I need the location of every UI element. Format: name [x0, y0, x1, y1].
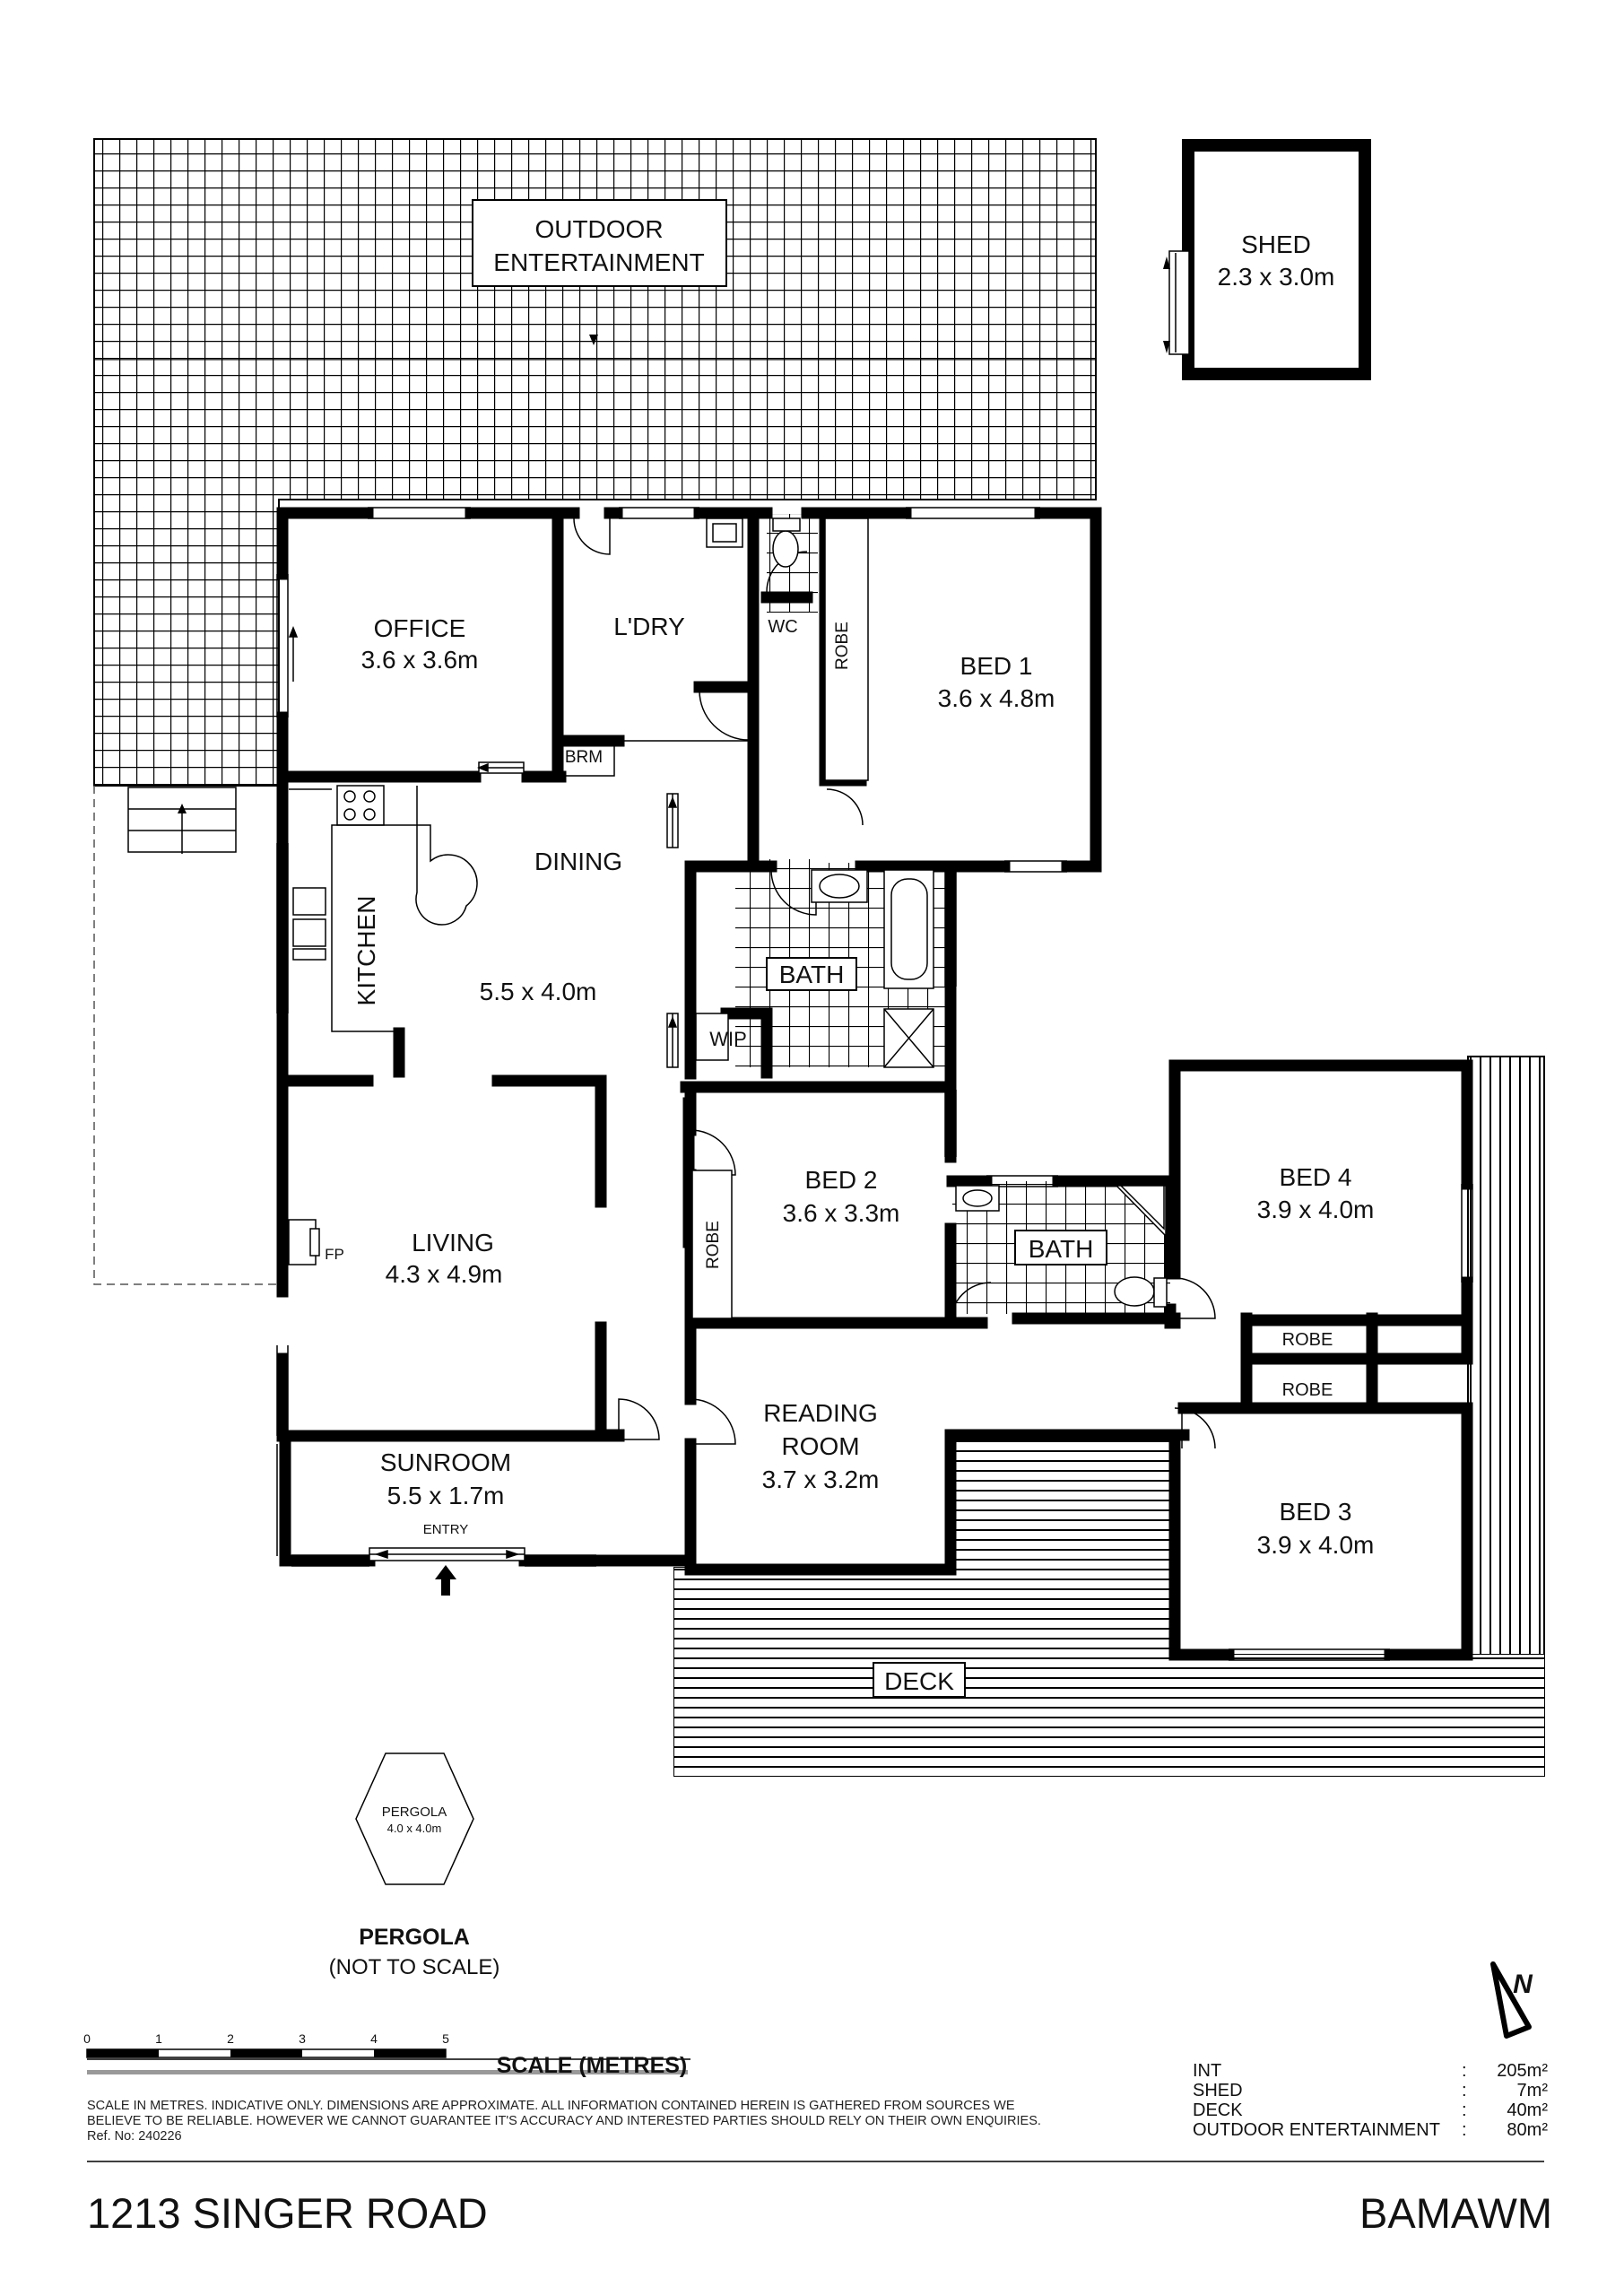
- robe-bed4-label: ROBE: [1282, 1330, 1333, 1350]
- wip-label: WIP: [709, 1028, 747, 1050]
- deck: [673, 1056, 1545, 1777]
- area-row: SHED:7m²: [1193, 2081, 1548, 2100]
- bed4-label: BED 4: [1280, 1163, 1352, 1191]
- compass: [1490, 1961, 1532, 2039]
- bed1-dims: 3.6 x 4.8m: [938, 684, 1055, 712]
- bed2-dims: 3.6 x 3.3m: [783, 1199, 900, 1227]
- scale-tick: 0: [83, 2031, 91, 2046]
- area-value: 205m²: [1497, 2061, 1548, 2081]
- office-label: OFFICE: [374, 614, 466, 642]
- shed-dims: 2.3 x 3.0m: [1218, 263, 1335, 291]
- living-label: LIVING: [412, 1229, 494, 1257]
- area-value: 7m²: [1516, 2081, 1548, 2100]
- disclaimer-ref: Ref. No: 240226: [87, 2129, 182, 2144]
- reading-label: READING: [763, 1399, 878, 1427]
- north-label: N: [1513, 1970, 1533, 1999]
- sunroom-label: SUNROOM: [380, 1448, 511, 1476]
- reading-dims: 3.7 x 3.2m: [762, 1465, 880, 1493]
- robe-bed2-label: ROBE: [704, 1221, 723, 1269]
- agency-name: BAMAWM: [1359, 2189, 1552, 2237]
- area-row: OUTDOOR ENTERTAINMENT:80m²: [1193, 2120, 1548, 2140]
- wc-label: WC: [768, 617, 797, 637]
- office-dims: 3.6 x 3.6m: [361, 646, 479, 674]
- entry-arrow-icon: [435, 1565, 456, 1596]
- pergola-caption-title: PERGOLA: [359, 1925, 470, 1950]
- living-dims: 4.3 x 4.9m: [386, 1260, 503, 1288]
- bed3-label: BED 3: [1280, 1498, 1352, 1526]
- area-name: OUTDOOR ENTERTAINMENT: [1193, 2120, 1440, 2140]
- fixtures: [288, 517, 1168, 1319]
- bed2-label: BED 2: [805, 1166, 878, 1194]
- disclaimer-line: SCALE IN METRES. INDICATIVE ONLY. DIMENS…: [87, 2099, 1015, 2113]
- deck-label: DECK: [884, 1667, 954, 1695]
- area-summary: INT:205m² SHED:7m² DECK:40m² OUTDOOR ENT…: [1193, 2061, 1548, 2140]
- scale-tick: 5: [442, 2031, 449, 2046]
- interior-fills: [285, 513, 1091, 1539]
- brm-label: BRM: [565, 748, 603, 767]
- robe-bed3-label: ROBE: [1282, 1380, 1333, 1400]
- robe-bed1-label: ROBE: [833, 622, 852, 670]
- shed: [1163, 139, 1371, 380]
- sunroom-dims: 5.5 x 1.7m: [387, 1482, 505, 1509]
- disclaimer-line: BELIEVE TO BE RELIABLE. HOWEVER WE CANNO…: [87, 2114, 1041, 2128]
- shed-label: SHED: [1241, 230, 1311, 258]
- area-name: SHED: [1193, 2081, 1243, 2100]
- dining-dims: 5.5 x 4.0m: [480, 978, 597, 1005]
- scale-tick: 3: [299, 2031, 306, 2046]
- scale-tick: 1: [155, 2031, 162, 2046]
- pergola-inner-dims: 4.0 x 4.0m: [387, 1822, 442, 1835]
- bed3-dims: 3.9 x 4.0m: [1257, 1531, 1375, 1559]
- outdoor-label-1: OUTDOOR: [534, 215, 663, 243]
- bed4-dims: 3.9 x 4.0m: [1257, 1196, 1375, 1223]
- scale-tick: 2: [227, 2031, 234, 2046]
- pergola-caption-note: (NOT TO SCALE): [329, 1955, 500, 1979]
- scale-tick: 4: [370, 2031, 378, 2046]
- bath1-label: BATH: [779, 961, 845, 988]
- reading-label-2: ROOM: [781, 1432, 859, 1460]
- area-row: INT:205m²: [1193, 2061, 1548, 2081]
- bath2-label: BATH: [1029, 1235, 1094, 1263]
- property-address: 1213 SINGER ROAD: [87, 2189, 488, 2237]
- area-row: DECK:40m²: [1193, 2100, 1548, 2120]
- outdoor-label-2: ENTERTAINMENT: [493, 248, 704, 276]
- outdoor-entertainment-area: [93, 138, 1097, 1285]
- fp-label: FP: [325, 1246, 344, 1263]
- scale-bar: [86, 2048, 690, 2074]
- pergola-inner-label: PERGOLA: [382, 1805, 447, 1820]
- entry-label: ENTRY: [423, 1522, 469, 1537]
- dining-label: DINING: [534, 848, 622, 875]
- bed1-label: BED 1: [960, 652, 1033, 680]
- pergola: [355, 1752, 474, 1885]
- doors: [288, 517, 1216, 1561]
- area-value: 40m²: [1507, 2100, 1548, 2120]
- laundry-label: L'DRY: [613, 613, 685, 640]
- walls: [276, 507, 1473, 1661]
- scale-label: SCALE (METRES): [497, 2053, 688, 2078]
- area-name: INT: [1193, 2061, 1222, 2081]
- area-value: 80m²: [1507, 2120, 1548, 2140]
- disclaimer: SCALE IN METRES. INDICATIVE ONLY. DIMENS…: [87, 2099, 1136, 2144]
- area-name: DECK: [1193, 2100, 1243, 2120]
- kitchen-label: KITCHEN: [352, 896, 380, 1006]
